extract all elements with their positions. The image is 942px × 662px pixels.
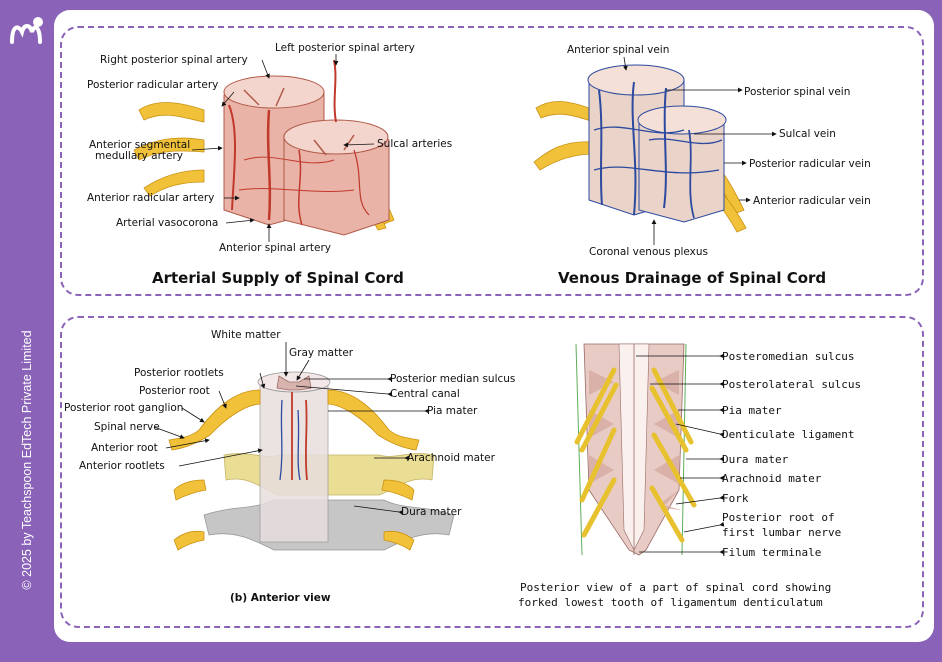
posterior-caption-line1: Posterior view of a part of spinal cord … bbox=[520, 581, 831, 594]
label-central-canal: Central canal bbox=[390, 388, 460, 400]
label-anterior-segmental-medullary-artery: Anterior segmental bbox=[89, 139, 190, 151]
label-dura-mater: Dura mater bbox=[401, 506, 462, 518]
arterial-cord-illustration bbox=[133, 59, 395, 236]
top-panel bbox=[60, 26, 924, 296]
venous-title: Venous Drainage of Spinal Cord bbox=[558, 269, 826, 287]
content-card: Right posterior spinal artery Left poste… bbox=[54, 10, 934, 642]
label-arterial-vasocorona: Arterial vasocorona bbox=[116, 217, 218, 229]
label-anterior-spinal-vein: Anterior spinal vein bbox=[567, 44, 669, 56]
label-arachnoid-mater-posterior: Arachnoid mater bbox=[722, 472, 822, 485]
diagram-canvas: Right posterior spinal artery Left poste… bbox=[64, 42, 871, 609]
label-anterior-root: Anterior root bbox=[91, 442, 158, 454]
label-posterior-root-ganglion: Posterior root ganglion bbox=[64, 402, 183, 414]
venous-cord-illustration bbox=[533, 64, 747, 233]
label-arachnoid-mater: Arachnoid mater bbox=[407, 452, 496, 464]
label-sulcal-vein: Sulcal vein bbox=[779, 128, 836, 140]
copyright-text: © 2025 by Teachspoon EdTech Private Limi… bbox=[20, 330, 34, 590]
brand-logo-icon bbox=[10, 17, 43, 44]
label-denticulate-ligament: Denticulate ligament bbox=[722, 428, 854, 441]
label-dura-mater-posterior: Dura mater bbox=[722, 453, 789, 466]
label-posterior-root-first-lumbar: Posterior root of bbox=[722, 511, 835, 524]
label-posterior-rootlets: Posterior rootlets bbox=[134, 367, 224, 379]
label-anterior-segmental-medullary-artery-2: medullary artery bbox=[95, 150, 183, 162]
bottom-strip bbox=[0, 642, 942, 662]
label-pia-mater: Pia mater bbox=[427, 405, 478, 417]
posterior-caption-line2: forked lowest tooth of ligamentum dentic… bbox=[518, 596, 823, 609]
label-filum-terminale: Filum terminale bbox=[722, 546, 821, 559]
label-anterior-rootlets: Anterior rootlets bbox=[79, 460, 165, 472]
label-coronal-venous-plexus: Coronal venous plexus bbox=[589, 246, 708, 258]
label-posterior-root-first-lumbar-2: first lumbar nerve bbox=[722, 526, 841, 539]
label-anterior-radicular-artery: Anterior radicular artery bbox=[87, 192, 214, 204]
label-pia-mater-posterior: Pia mater bbox=[722, 404, 782, 417]
label-right-posterior-spinal-artery: Right posterior spinal artery bbox=[100, 54, 248, 66]
label-white-matter: White matter bbox=[211, 329, 281, 341]
label-gray-matter: Gray matter bbox=[289, 347, 354, 359]
label-left-posterior-spinal-artery: Left posterior spinal artery bbox=[275, 42, 415, 54]
arterial-title: Arterial Supply of Spinal Cord bbox=[152, 269, 404, 287]
meninges-anterior-illustration bbox=[168, 371, 455, 551]
bottom-panel bbox=[60, 316, 924, 628]
label-posterior-radicular-vein: Posterior radicular vein bbox=[749, 158, 871, 170]
label-posterior-median-sulcus: Posterior median sulcus bbox=[390, 373, 515, 385]
label-sulcal-arteries: Sulcal arteries bbox=[377, 138, 452, 150]
label-spinal-nerve: Spinal nerve bbox=[94, 421, 160, 433]
label-posterior-root: Posterior root bbox=[139, 385, 210, 397]
label-posterior-radicular-artery: Posterior radicular artery bbox=[87, 79, 218, 91]
label-posteromedian-sulcus: Posteromedian sulcus bbox=[722, 350, 854, 363]
label-anterior-radicular-vein: Anterior radicular vein bbox=[753, 195, 871, 207]
label-posterior-spinal-vein: Posterior spinal vein bbox=[744, 86, 850, 98]
label-fork: Fork bbox=[722, 492, 749, 505]
posterior-view-illustration bbox=[574, 343, 697, 556]
sidebar: © 2025 by Teachspoon EdTech Private Limi… bbox=[0, 0, 54, 662]
meninges-caption: (b) Anterior view bbox=[230, 592, 331, 604]
label-anterior-spinal-artery: Anterior spinal artery bbox=[219, 242, 331, 254]
label-posterolateral-sulcus: Posterolateral sulcus bbox=[722, 378, 861, 391]
